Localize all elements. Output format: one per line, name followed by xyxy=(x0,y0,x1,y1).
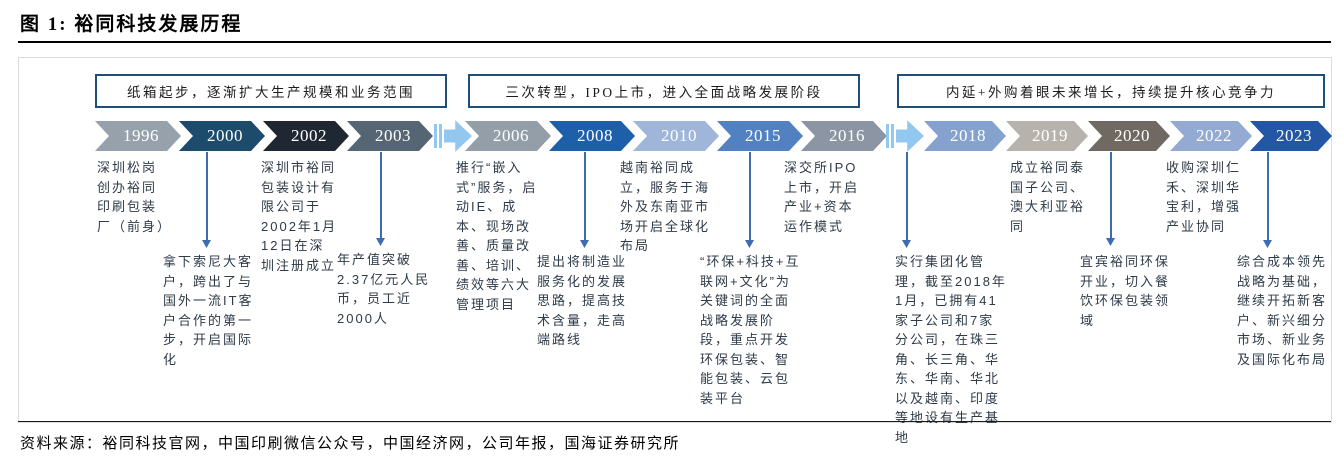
year-chevron-2000: 2000 xyxy=(179,121,265,151)
milestone-text-2010: 越南裕同成立，服务于海外及东南亚市场开启全球化布局 xyxy=(620,160,711,253)
connector-arrowhead-2008 xyxy=(580,240,589,248)
connector-arrowhead-2000 xyxy=(202,240,211,248)
connector-line-2008 xyxy=(584,152,586,240)
fast-forward-bar xyxy=(439,124,442,148)
milestone-text-2016: 深交所IPO上市，开启产业+资本运作模式 xyxy=(784,160,860,234)
connector-arrowhead-2018 xyxy=(902,240,911,248)
year-chevron-2010: 2010 xyxy=(633,121,719,151)
year-label: 2000 xyxy=(207,126,243,145)
year-label: 2002 xyxy=(291,126,327,145)
phase-box-3: 内延+外购着眼未来增长，持续提升核心竞争力 xyxy=(897,74,1325,108)
milestone-text-2019: 成立裕同泰国子公司、澳大利亚裕同 xyxy=(1010,160,1086,234)
milestone-text-2022: 收购深圳仁禾、深圳华宝利，增强产业协同 xyxy=(1166,160,1242,234)
year-label: 2023 xyxy=(1276,126,1312,145)
fast-forward-icon xyxy=(434,118,472,154)
year-chevron-2008: 2008 xyxy=(549,121,635,151)
milestone-text-2023: 综合成本领先战略为基础，继续开拓新客户、新兴细分市场、新业务及国际化布局 xyxy=(1237,254,1328,367)
year-chevron-2002: 2002 xyxy=(263,121,349,151)
connector-line-2018 xyxy=(906,152,908,240)
connector-line-2003 xyxy=(380,152,382,238)
connector-arrowhead-2003 xyxy=(376,238,385,246)
year-label: 2008 xyxy=(577,126,613,145)
connector-arrowhead-2015 xyxy=(745,240,754,248)
fast-forward-bar xyxy=(886,124,889,148)
connector-line-2015 xyxy=(749,152,751,240)
milestone-text-1996: 深圳松岗创办裕同印刷包装厂（前身） xyxy=(97,160,173,234)
year-label: 2003 xyxy=(375,126,411,145)
milestone-text-2000: 拿下索尼大客户，跨出了与国外一流IT客户合作的第一步，开启国际化 xyxy=(163,254,254,367)
milestone-text-2018: 实行集团化管理，截至2018年1月，已拥有41家子公司和7家分公司，在珠三角、长… xyxy=(895,254,1007,445)
year-chevron-2006: 2006 xyxy=(465,121,551,151)
connector-arrowhead-2020 xyxy=(1106,238,1115,246)
milestone-text-2003: 年产值突破2.37亿元人民币，员工近2000人 xyxy=(337,252,431,326)
year-label: 2018 xyxy=(950,126,986,145)
milestone-text-2008: 提出将制造业服务化的发展思路，提高技术含量，走高端路线 xyxy=(537,254,628,347)
year-chevron-2016: 2016 xyxy=(801,121,887,151)
milestone-text-2015: “环保+科技+互联网+文化”为关键词的全面战略发展阶段，重点开发环保包装、智能包… xyxy=(700,254,801,406)
figure-title: 图 1: 裕同科技发展历程 xyxy=(20,14,243,35)
phase-label: 内延+外购着眼未来增长，持续提升核心竞争力 xyxy=(945,85,1277,100)
year-label: 1996 xyxy=(123,126,159,145)
year-label: 2015 xyxy=(745,126,781,145)
year-label: 2020 xyxy=(1114,126,1150,145)
year-label: 2010 xyxy=(661,126,697,145)
year-chevron-2018: 2018 xyxy=(924,121,1006,151)
year-label: 2022 xyxy=(1196,126,1232,145)
phase-label: 三次转型，IPO上市，进入全面战略发展阶段 xyxy=(505,85,823,100)
phase-label: 纸箱起步，逐渐扩大生产规模和业务范围 xyxy=(127,85,415,100)
fast-forward-bar xyxy=(434,124,437,148)
source-note: 资料来源：裕同科技官网，中国印刷微信公众号，中国经济网，公司年报，国海证券研究所 xyxy=(20,436,681,452)
footer-divider xyxy=(18,421,1331,422)
fast-forward-arrowhead xyxy=(896,120,924,152)
milestone-text-2020: 宜宾裕同环保开业，切入餐饮环保包装领域 xyxy=(1080,254,1171,328)
year-label: 2019 xyxy=(1032,126,1068,145)
milestone-text-2002: 深圳市裕同包装设计有限公司于2002年1月12日在深圳注册成立 xyxy=(261,160,338,273)
phase-box-2: 三次转型，IPO上市，进入全面战略发展阶段 xyxy=(468,74,860,108)
year-label: 2006 xyxy=(493,126,529,145)
connector-line-2000 xyxy=(206,152,208,240)
phase-box-1: 纸箱起步，逐渐扩大生产规模和业务范围 xyxy=(95,74,447,108)
year-chevron-1996: 1996 xyxy=(95,121,181,151)
year-chevron-2015: 2015 xyxy=(717,121,803,151)
year-chevron-2003: 2003 xyxy=(347,121,433,151)
fast-forward-bar xyxy=(891,124,894,148)
title-divider xyxy=(18,41,1331,43)
connector-line-2023 xyxy=(1267,152,1269,240)
fast-forward-icon xyxy=(886,118,924,154)
year-label: 2016 xyxy=(829,126,865,145)
milestone-text-2006: 推行“嵌入式”服务，启动IE、成本、现场改善、质量改善、培训、绩效等六大管理项目 xyxy=(456,160,538,312)
connector-line-2020 xyxy=(1110,152,1112,238)
connector-arrowhead-2023 xyxy=(1263,240,1272,248)
